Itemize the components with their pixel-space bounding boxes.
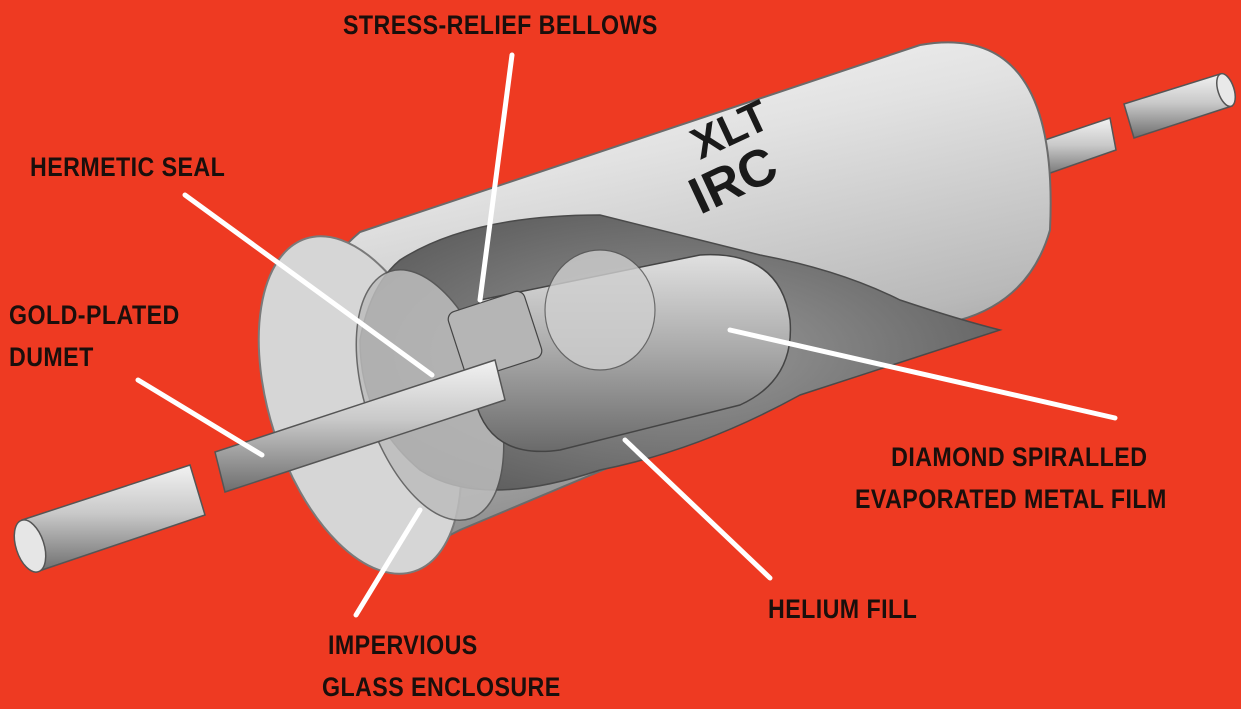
leader-line-helium (625, 440, 770, 578)
label-helium-fill: HELIUM FILL (768, 588, 917, 630)
label-diamond-spiralled-line: DIAMOND SPIRALLED (855, 436, 1167, 478)
label-hermetic-seal: HERMETIC SEAL (30, 146, 225, 188)
label-impervious-glass-enclosure: IMPERVIOUS GLASS ENCLOSURE (322, 624, 561, 708)
label-impervious-line: IMPERVIOUS (322, 624, 561, 666)
right-lead-wire (1030, 71, 1239, 178)
label-diamond-spiralled-film: DIAMOND SPIRALLED EVAPORATED METAL FILM (855, 436, 1167, 520)
label-dumet-line: DUMET (9, 336, 180, 378)
label-glass-enclosure-line: GLASS ENCLOSURE (322, 666, 561, 708)
leader-line-dumet (138, 380, 262, 455)
label-gold-plated-dumet: GOLD-PLATED DUMET (9, 294, 180, 378)
label-evaporated-film-line: EVAPORATED METAL FILM (855, 478, 1167, 520)
label-stress-relief-bellows: STRESS-RELIEF BELLOWS (343, 4, 658, 46)
label-gold-plated-line: GOLD-PLATED (9, 294, 180, 336)
